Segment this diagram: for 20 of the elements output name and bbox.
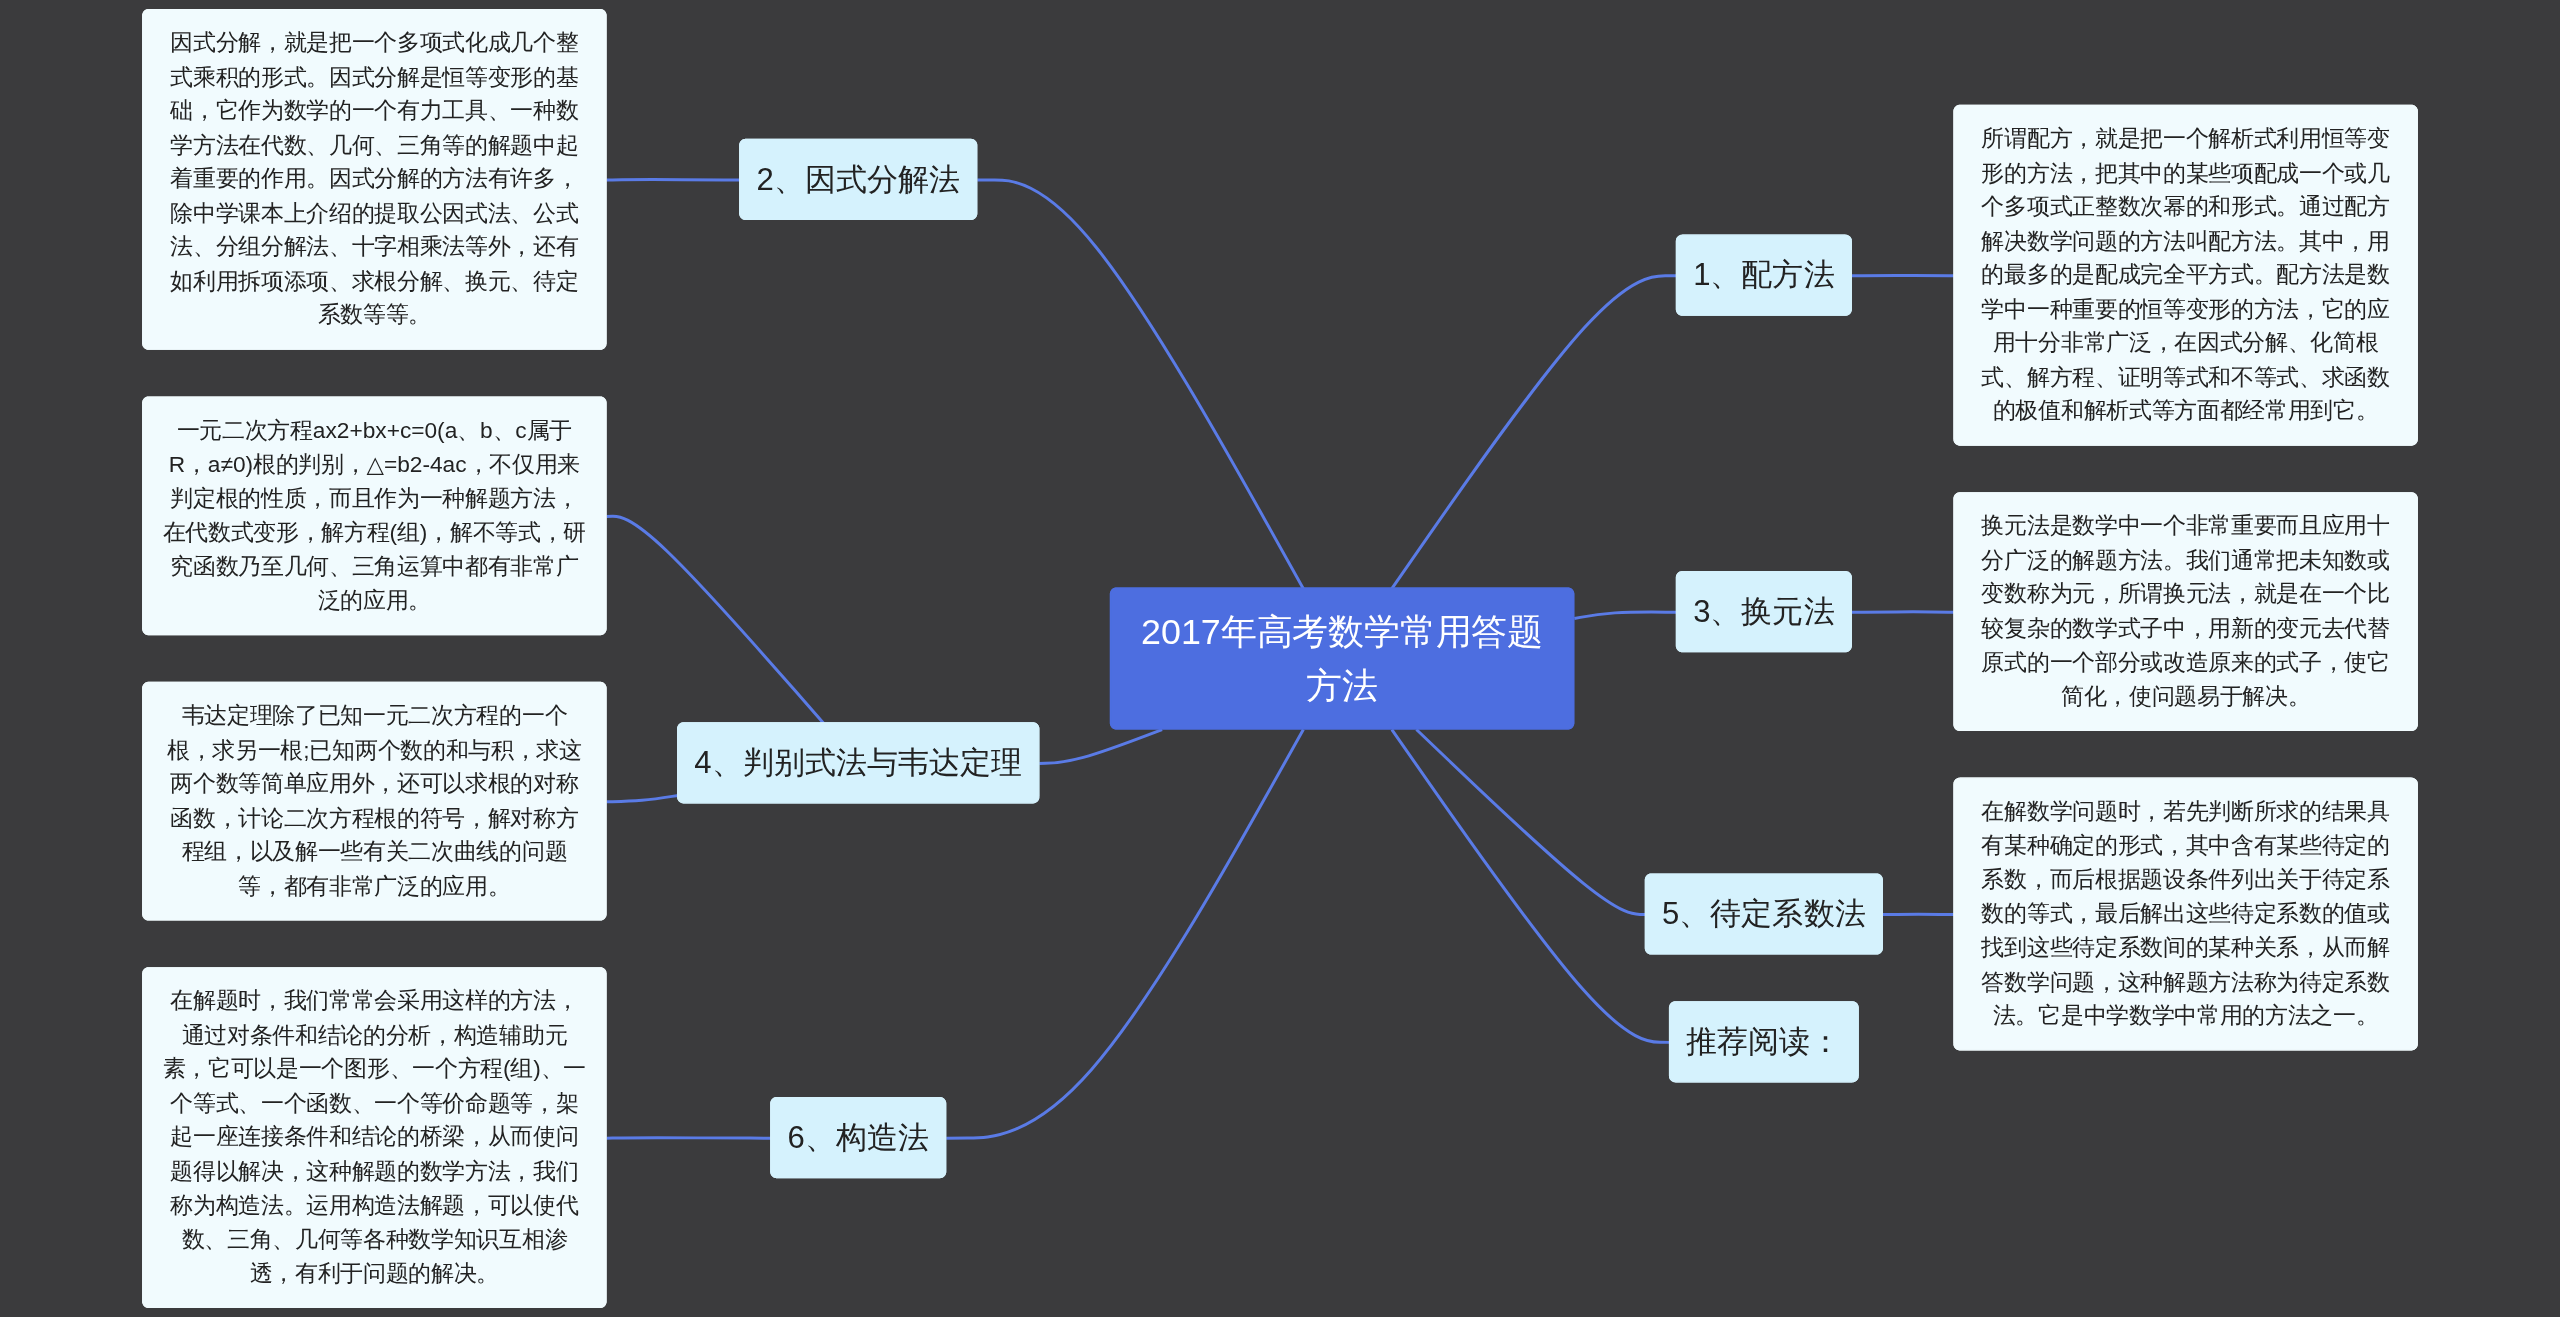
note-box: 所谓配方，就是把一个解析式利用恒等变形的方法，把其中的某些项配成一个或几个多项式正整数次幂的和形式。通过配方解决数学问题的方法叫配方法。其中，用的最多的是配成完全平方式。配方法是数学中一种重要的恒等变形的方法，它的应用十分非常广泛，在因式分解、化简根式、解方程、证明等式和不等式、求函数的极值和解析式等方面都经常用到它。 — [1953, 104, 2418, 446]
note-box: 韦达定理除了已知一元二次方程的一个根，求另一根;已知两个数的和与积，求这两个数等简单应用外，还可以求根的对称函数，计论二次方程根的符号，解对称方程组，以及解一些有关二次曲线的问题等，都有非常广泛的应用。 — [142, 681, 607, 921]
connector-line — [1415, 728, 1646, 917]
connector-line — [1039, 728, 1163, 765]
note-box: 换元法是数学中一个非常重要而且应用十分广泛的解题方法。我们通常把未知数或变数称为元，所谓换元法，就是在一个比较复杂的数学式子中，用新的变元去代替原式的一个部分或改造原来的式子，使它简化，使问题易于解决。 — [1953, 492, 2418, 732]
branch-topic-box: 4、判别式法与韦达定理 — [677, 722, 1040, 804]
note-box: 在解题时，我们常常会采用这样的方法，通过对条件和结论的分析，构造辅助元素，它可以是一个图形、一个方程(组)、一个等式、一个函数、一个等价命题等，架起一座连接条件和结论的桥梁，从而使问题得以解决，这种解题的数学方法，我们称为构造法。运用构造法解题，可以使代数、三角、几何等各种数学知识互相渗透，有利于问题的解决。 — [142, 967, 607, 1309]
note-box: 因式分解，就是把一个多项式化成几个整式乘积的形式。因式分解是恒等变形的基础，它作为数学的一个有力工具、一种数学方法在代数、几何、三角等的解题中起着重要的作用。因式分解的方法有许多，除中学课本上介绍的提取公因式法、公式法、分组分解法、十字相乘法等外，还有如利用拆项添项、求根分解、换元、待定系数等等。 — [142, 8, 607, 350]
branch-topic-box: 5、待定系数法 — [1644, 873, 1883, 955]
branch-topic-box: 推荐阅读： — [1668, 1001, 1859, 1083]
note-box: 在解数学问题时，若先判断所求的结果具有某种确定的形式，其中含有某些待定的系数，而后根据题设条件列出关于待定系数的等式，最后解出这些待定系数的值或找到这些待定系数间的某种关系，从而解答数学问题，这种解题方法称为待定系数法。它是中学数学中常用的方法之一。 — [1953, 777, 2418, 1051]
branch-topic-box: 2、因式分解法 — [739, 138, 978, 220]
connector-line — [977, 178, 1305, 590]
branch-topic-box: 6、构造法 — [770, 1097, 947, 1179]
note-box: 一元二次方程ax2+bx+c=0(a、b、c属于R，a≠0)根的判别，△=b2-4ac，不仅用来判定根的性质，而且作为一种解题方法，在代数式变形，解方程(组)，解不等式，研究函数乃至几何、三角运算中都有非常广泛的应用。 — [142, 396, 607, 636]
central-topic-box: 2017年高考数学常用答题方法 — [1109, 587, 1575, 730]
connector-line — [946, 728, 1305, 1140]
connector-line — [606, 793, 679, 804]
branch-topic-box: 1、配方法 — [1675, 234, 1852, 316]
branch-topic-box: 3、换元法 — [1675, 571, 1852, 653]
